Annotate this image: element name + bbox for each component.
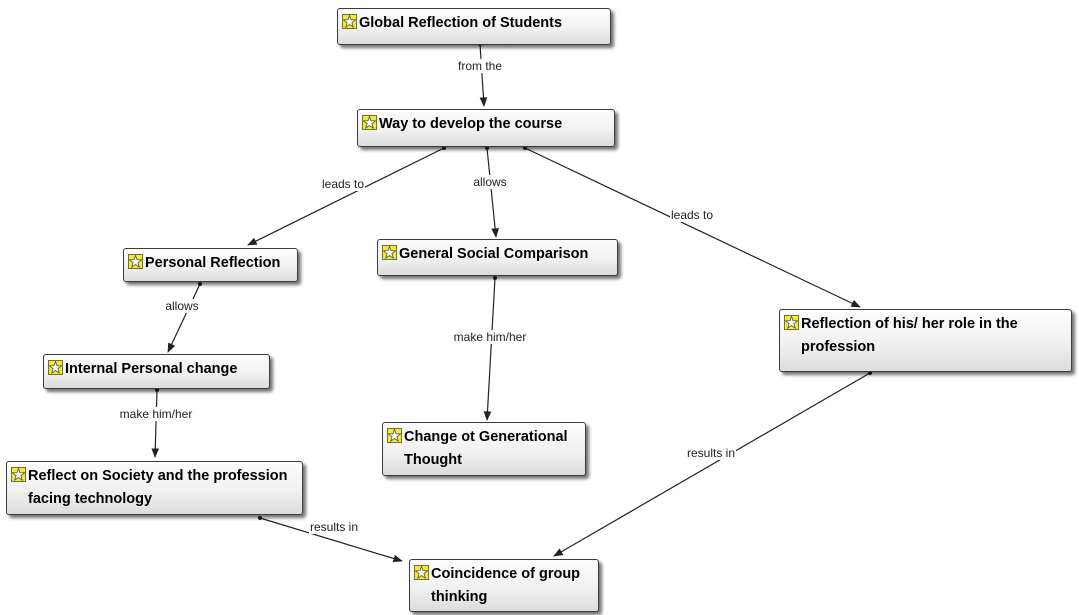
concept-icon xyxy=(362,115,377,130)
node-internal-personal-change[interactable]: Internal Personal change xyxy=(43,354,270,389)
concept-icon xyxy=(342,14,357,29)
edge-label-from-the: from the xyxy=(456,59,504,73)
edge-way-to-general xyxy=(486,147,499,238)
edge-way-to-role xyxy=(524,147,861,308)
node-label: Reflection of his/ her role in the profe… xyxy=(801,316,1018,355)
concept-icon xyxy=(414,565,429,580)
edge-global-to-way xyxy=(479,43,488,107)
edge-label-make-him-her-change: make him/her xyxy=(452,330,528,344)
edge-general-to-change xyxy=(483,277,496,421)
node-label: Way to develop the course xyxy=(379,116,563,132)
concept-icon xyxy=(382,245,397,260)
edge-label-make-him-her-society: make him/her xyxy=(118,407,194,421)
edge-role-to-coincidence xyxy=(553,372,871,557)
concept-icon xyxy=(11,467,26,482)
edge-label-results-in-society: results in xyxy=(308,520,360,534)
concept-icon xyxy=(128,254,143,269)
node-label: Reflect on Society and the profession fa… xyxy=(28,468,288,507)
node-label: Personal Reflection xyxy=(145,255,281,271)
node-personal-reflection[interactable]: Personal Reflection xyxy=(123,248,298,282)
concept-icon xyxy=(784,315,799,330)
node-label: Coincidence of group thinking xyxy=(431,566,581,605)
node-change-generational-thought[interactable]: Change ot Generational Thought xyxy=(382,422,586,476)
concept-icon xyxy=(48,360,63,375)
node-general-social-comparison[interactable]: General Social Comparison xyxy=(377,239,618,276)
edge-label-leads-to-role: leads to xyxy=(669,208,715,222)
node-label: Change ot Generational Thought xyxy=(404,429,568,468)
edge-label-results-in-role: results in xyxy=(685,446,737,460)
node-coincidence-group-thinking[interactable]: Coincidence of group thinking xyxy=(409,559,599,612)
edge-label-allows-internal: allows xyxy=(164,299,200,313)
node-reflection-of-role[interactable]: Reflection of his/ her role in the profe… xyxy=(779,309,1072,372)
edge-personal-to-internal xyxy=(167,283,201,353)
node-reflect-on-society[interactable]: Reflect on Society and the profession fa… xyxy=(6,461,303,515)
edge-label-leads-to-personal: leads to xyxy=(320,177,366,191)
edge-label-allows-general: allows xyxy=(472,175,508,189)
node-way-to-develop[interactable]: Way to develop the course xyxy=(357,109,615,147)
node-global-reflection[interactable]: Global Reflection of Students xyxy=(337,8,611,45)
node-label: Global Reflection of Students xyxy=(359,15,563,31)
edge-internal-to-society xyxy=(151,389,160,458)
node-label: General Social Comparison xyxy=(399,246,589,262)
concept-icon xyxy=(387,428,402,443)
edge-society-to-coincidence xyxy=(259,517,403,563)
edge-way-to-personal xyxy=(247,147,445,246)
node-label: Internal Personal change xyxy=(65,361,238,377)
